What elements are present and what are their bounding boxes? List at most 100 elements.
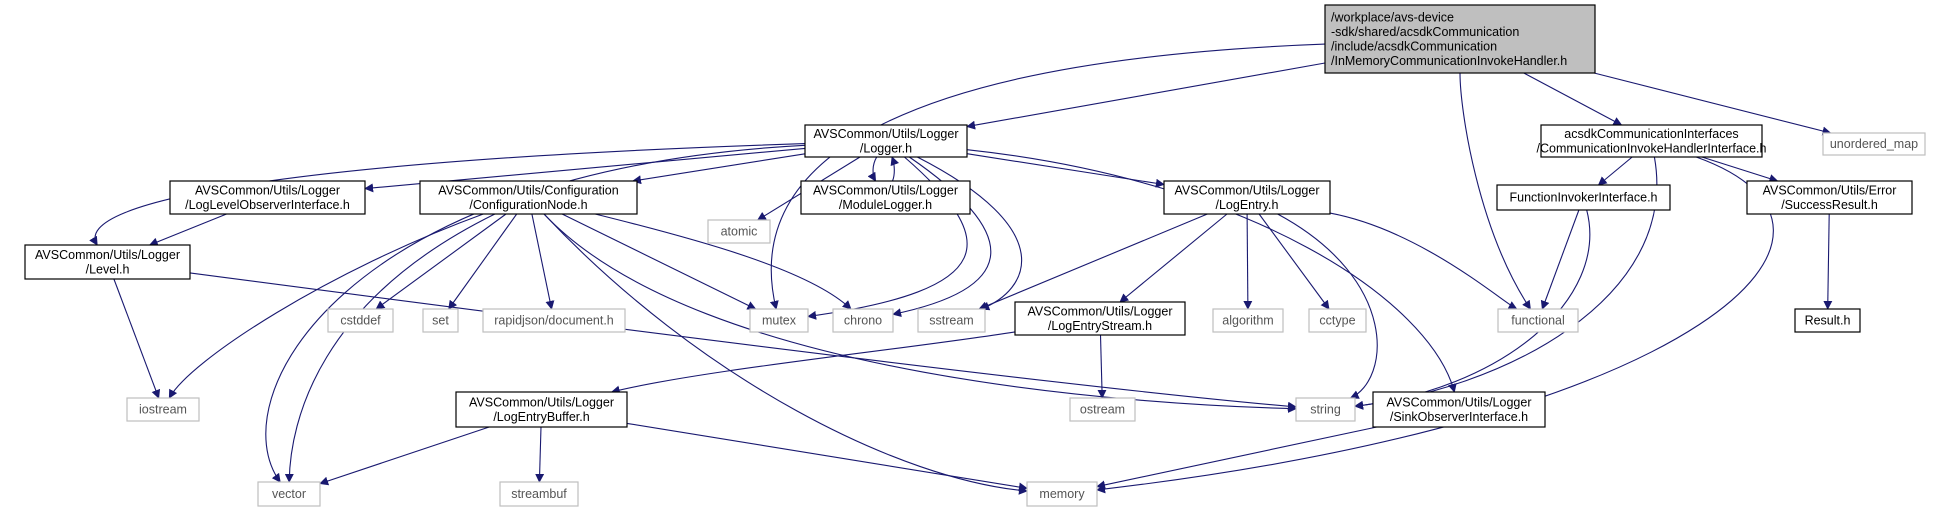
node-box: [1069, 397, 1136, 422]
node-box: [1794, 308, 1861, 333]
node-label-line: cctype: [1319, 314, 1355, 328]
edge-path: [1540, 209, 1580, 310]
node-box: [1026, 481, 1098, 507]
node-result[interactable]: Result.h: [1794, 308, 1861, 333]
edge-path: [1119, 213, 1228, 303]
edge-logentry-to-functional: [1329, 212, 1518, 310]
node-unordered_map: unordered_map: [1822, 132, 1926, 156]
edge-logentrystream-to-ostream: [1097, 334, 1107, 399]
edge-logger-to-confnode: [632, 153, 806, 185]
node-root[interactable]: /workplace/avs-device-sdk/shared/acsdkCo…: [1324, 4, 1596, 74]
edge-root-to-functional: [1459, 72, 1531, 310]
node-label-line: streambuf: [511, 487, 567, 501]
edge-path: [531, 213, 555, 310]
edge-logentrybuffer-to-streambuf: [535, 426, 545, 483]
node-atomic: atomic: [707, 219, 771, 244]
edge-confnode-to-vector: [284, 213, 496, 483]
node-box: [1746, 180, 1913, 215]
node-label-line: set: [432, 314, 449, 328]
node-chrono: chrono: [832, 308, 894, 333]
node-label-line: /LogLevelObserverInterface.h: [185, 198, 350, 212]
edge-logger-to-vector: [265, 144, 806, 483]
node-box: [804, 124, 968, 158]
node-label-line: AVSCommon/Utils/Error: [1763, 183, 1897, 197]
edge-logentry-to-logentrystream: [1119, 213, 1228, 303]
node-level[interactable]: AVSCommon/Utils/Logger/Level.h: [24, 244, 191, 280]
node-funcinv[interactable]: FunctionInvokerInterface.h: [1496, 184, 1671, 211]
node-iostream: iostream: [126, 397, 200, 422]
node-logentrybuffer[interactable]: AVSCommon/Utils/Logger/LogEntryBuffer.h: [455, 391, 628, 428]
edge-sinkobs-to-memory: [1096, 426, 1377, 490]
edge-confnode-to-cstddef: [375, 213, 507, 310]
node-label-line: /LogEntryBuffer.h: [493, 410, 589, 424]
node-sinkobs[interactable]: AVSCommon/Utils/Logger/SinkObserverInter…: [1372, 391, 1546, 428]
node-label-line: /InMemoryCommunicationInvokeHandler.h: [1331, 54, 1567, 68]
edge-logentrystream-to-logentrybuffer: [610, 331, 1016, 395]
edge-path: [535, 426, 545, 483]
edge-confnode-to-string: [543, 213, 1297, 413]
node-label-line: functional: [1511, 314, 1565, 328]
node-box: [1540, 124, 1763, 158]
node-mutex: mutex: [749, 308, 809, 333]
edge-root-to-logger: [966, 62, 1326, 130]
edge-path: [610, 331, 1016, 395]
edge-logentry-to-sstream: [978, 213, 1208, 311]
node-logentrystream[interactable]: AVSCommon/Utils/Logger/LogEntryStream.h: [1014, 301, 1186, 336]
node-ciface[interactable]: acsdkCommunicationInterfaces/Communicati…: [1537, 124, 1767, 158]
node-box: [422, 308, 459, 333]
edge-path: [966, 149, 1457, 393]
node-lvlobs[interactable]: AVSCommon/Utils/Logger/LogLevelObserverI…: [169, 180, 366, 215]
edge-root-to-unordered_map: [1593, 72, 1832, 136]
edge-path: [769, 43, 1326, 310]
node-box: [1295, 397, 1356, 422]
edge-path: [867, 156, 878, 182]
edge-logger-to-modlogger: [867, 156, 878, 182]
edge-modlogger-to-logger: [890, 156, 900, 182]
node-label-line: rapidjson/document.h: [494, 314, 614, 328]
node-label-line: ostream: [1080, 403, 1125, 417]
edge-path: [1593, 72, 1832, 136]
node-box: [1163, 180, 1331, 215]
node-label-line: -sdk/shared/acsdkCommunication: [1331, 25, 1519, 39]
node-logger[interactable]: AVSCommon/Utils/Logger/Logger.h: [804, 124, 968, 158]
node-label-line: algorithm: [1222, 314, 1273, 328]
edge-confnode-to-iostream: [168, 213, 484, 399]
node-box: [1324, 4, 1596, 74]
node-box: [419, 180, 638, 215]
edge-root-to-ciface: [1523, 72, 1623, 126]
node-box: [832, 308, 894, 333]
node-label-line: AVSCommon/Utils/Logger: [469, 395, 614, 409]
node-label-line: /workplace/avs-device: [1331, 10, 1454, 24]
edge-logger-to-sinkobs: [966, 149, 1457, 393]
edge-path: [561, 213, 757, 310]
edge-path: [594, 213, 852, 310]
node-sstream: sstream: [917, 308, 986, 333]
edge-logentrybuffer-to-memory: [626, 422, 1028, 492]
node-label-line: /Level.h: [86, 262, 130, 276]
node-box: [482, 308, 626, 333]
edge-path: [284, 213, 496, 483]
node-box: [1308, 308, 1367, 333]
edge-path: [148, 213, 227, 247]
node-label-line: AVSCommon/Utils/Logger: [814, 127, 959, 141]
edge-confnode-to-memory: [543, 213, 1028, 495]
node-logentry[interactable]: AVSCommon/Utils/Logger/LogEntry.h: [1163, 180, 1331, 215]
node-label-line: /LogEntry.h: [1215, 198, 1278, 212]
node-label-line: memory: [1039, 487, 1085, 501]
node-label-line: /LogEntryStream.h: [1048, 319, 1152, 333]
node-modlogger[interactable]: AVSCommon/Utils/Logger/ModuleLogger.h: [800, 180, 971, 215]
node-label-line: FunctionInvokerInterface.h: [1510, 191, 1658, 205]
edge-lvlobs-to-level: [148, 213, 227, 247]
edge-root-to-mutex: [769, 43, 1326, 310]
node-success[interactable]: AVSCommon/Utils/Error/SuccessResult.h: [1746, 180, 1913, 215]
node-label-line: /ConfigurationNode.h: [469, 198, 587, 212]
node-confnode[interactable]: AVSCommon/Utils/Configuration/Configurat…: [419, 180, 638, 215]
edge-path: [1354, 209, 1591, 410]
node-label-line: string: [1310, 403, 1341, 417]
edge-path: [1096, 426, 1377, 490]
edge-path: [1243, 213, 1253, 310]
edge-path: [319, 426, 490, 486]
node-label-line: sstream: [929, 314, 973, 328]
node-memory: memory: [1026, 481, 1098, 507]
edge-confnode-to-mutex: [561, 213, 757, 310]
